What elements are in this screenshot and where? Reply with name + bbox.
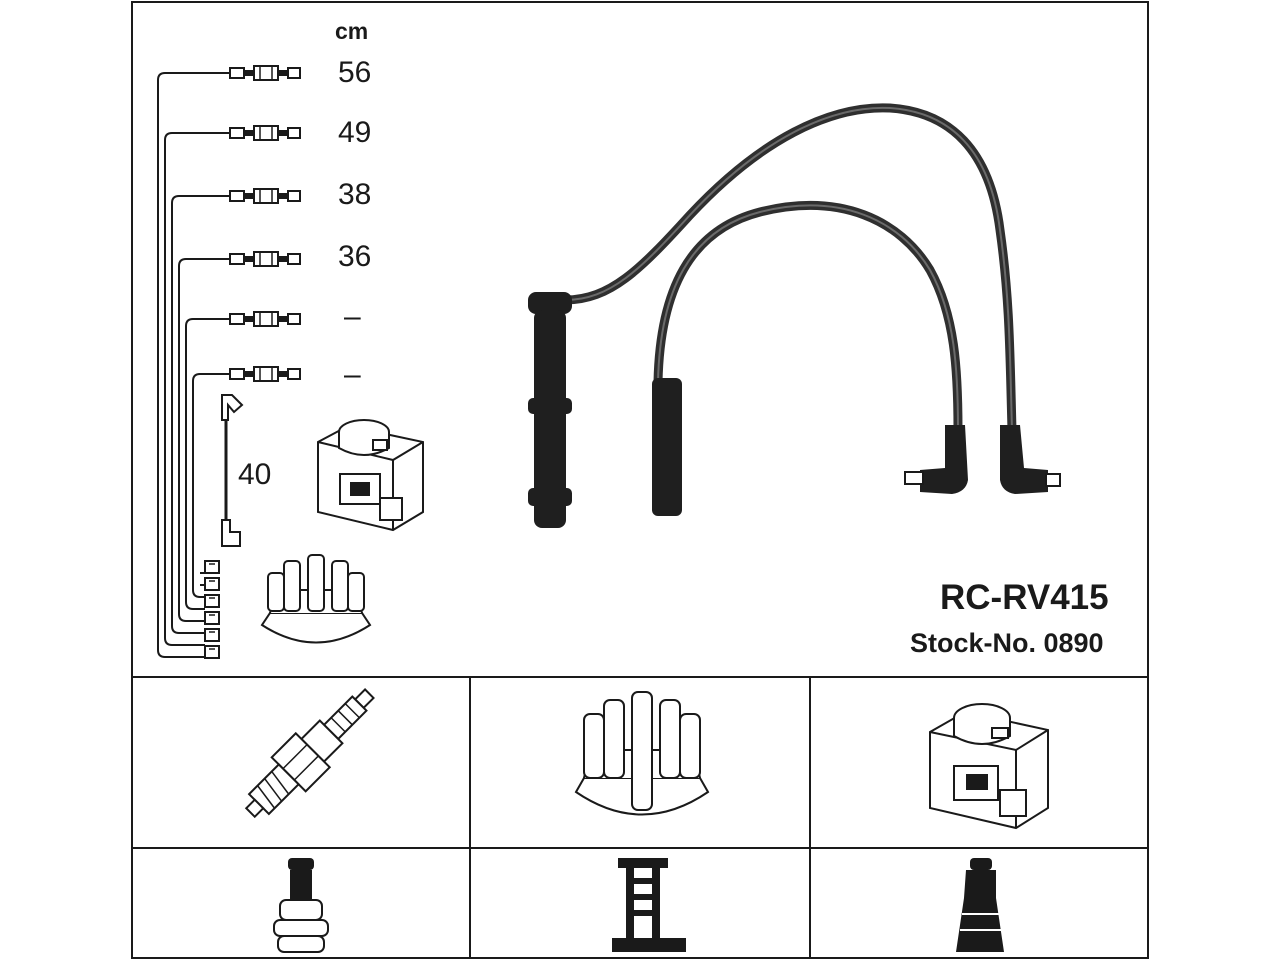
distributor-cap-icon — [574, 691, 710, 816]
spark-plug-terminal-icon — [273, 858, 329, 953]
ignition-coil-icon — [929, 703, 1049, 830]
spark-plug-icon — [244, 688, 375, 819]
stock-number: Stock-No. 0890 — [910, 628, 1104, 658]
distributor-terminal-icon — [612, 858, 686, 952]
distributor-cap-small-icon — [260, 554, 372, 644]
coil-lead-length: 40 — [238, 458, 272, 491]
coil-terminal-icon — [956, 858, 1004, 952]
length-label-1: 56 — [338, 56, 372, 89]
length-label-2: 49 — [338, 116, 372, 149]
unit-label: cm — [335, 18, 369, 44]
ignition-coil-small-icon — [317, 419, 424, 532]
outer-frame — [131, 1, 1149, 959]
length-label-5: – — [344, 300, 361, 333]
part-code: RC-RV415 — [940, 578, 1109, 617]
length-label-4: 36 — [338, 240, 372, 273]
length-label-6: – — [344, 358, 361, 391]
ignition-cable-picture — [528, 103, 1061, 528]
coil-lead — [221, 394, 244, 547]
cable-set-schematic — [157, 65, 301, 659]
length-label-3: 38 — [338, 178, 372, 211]
